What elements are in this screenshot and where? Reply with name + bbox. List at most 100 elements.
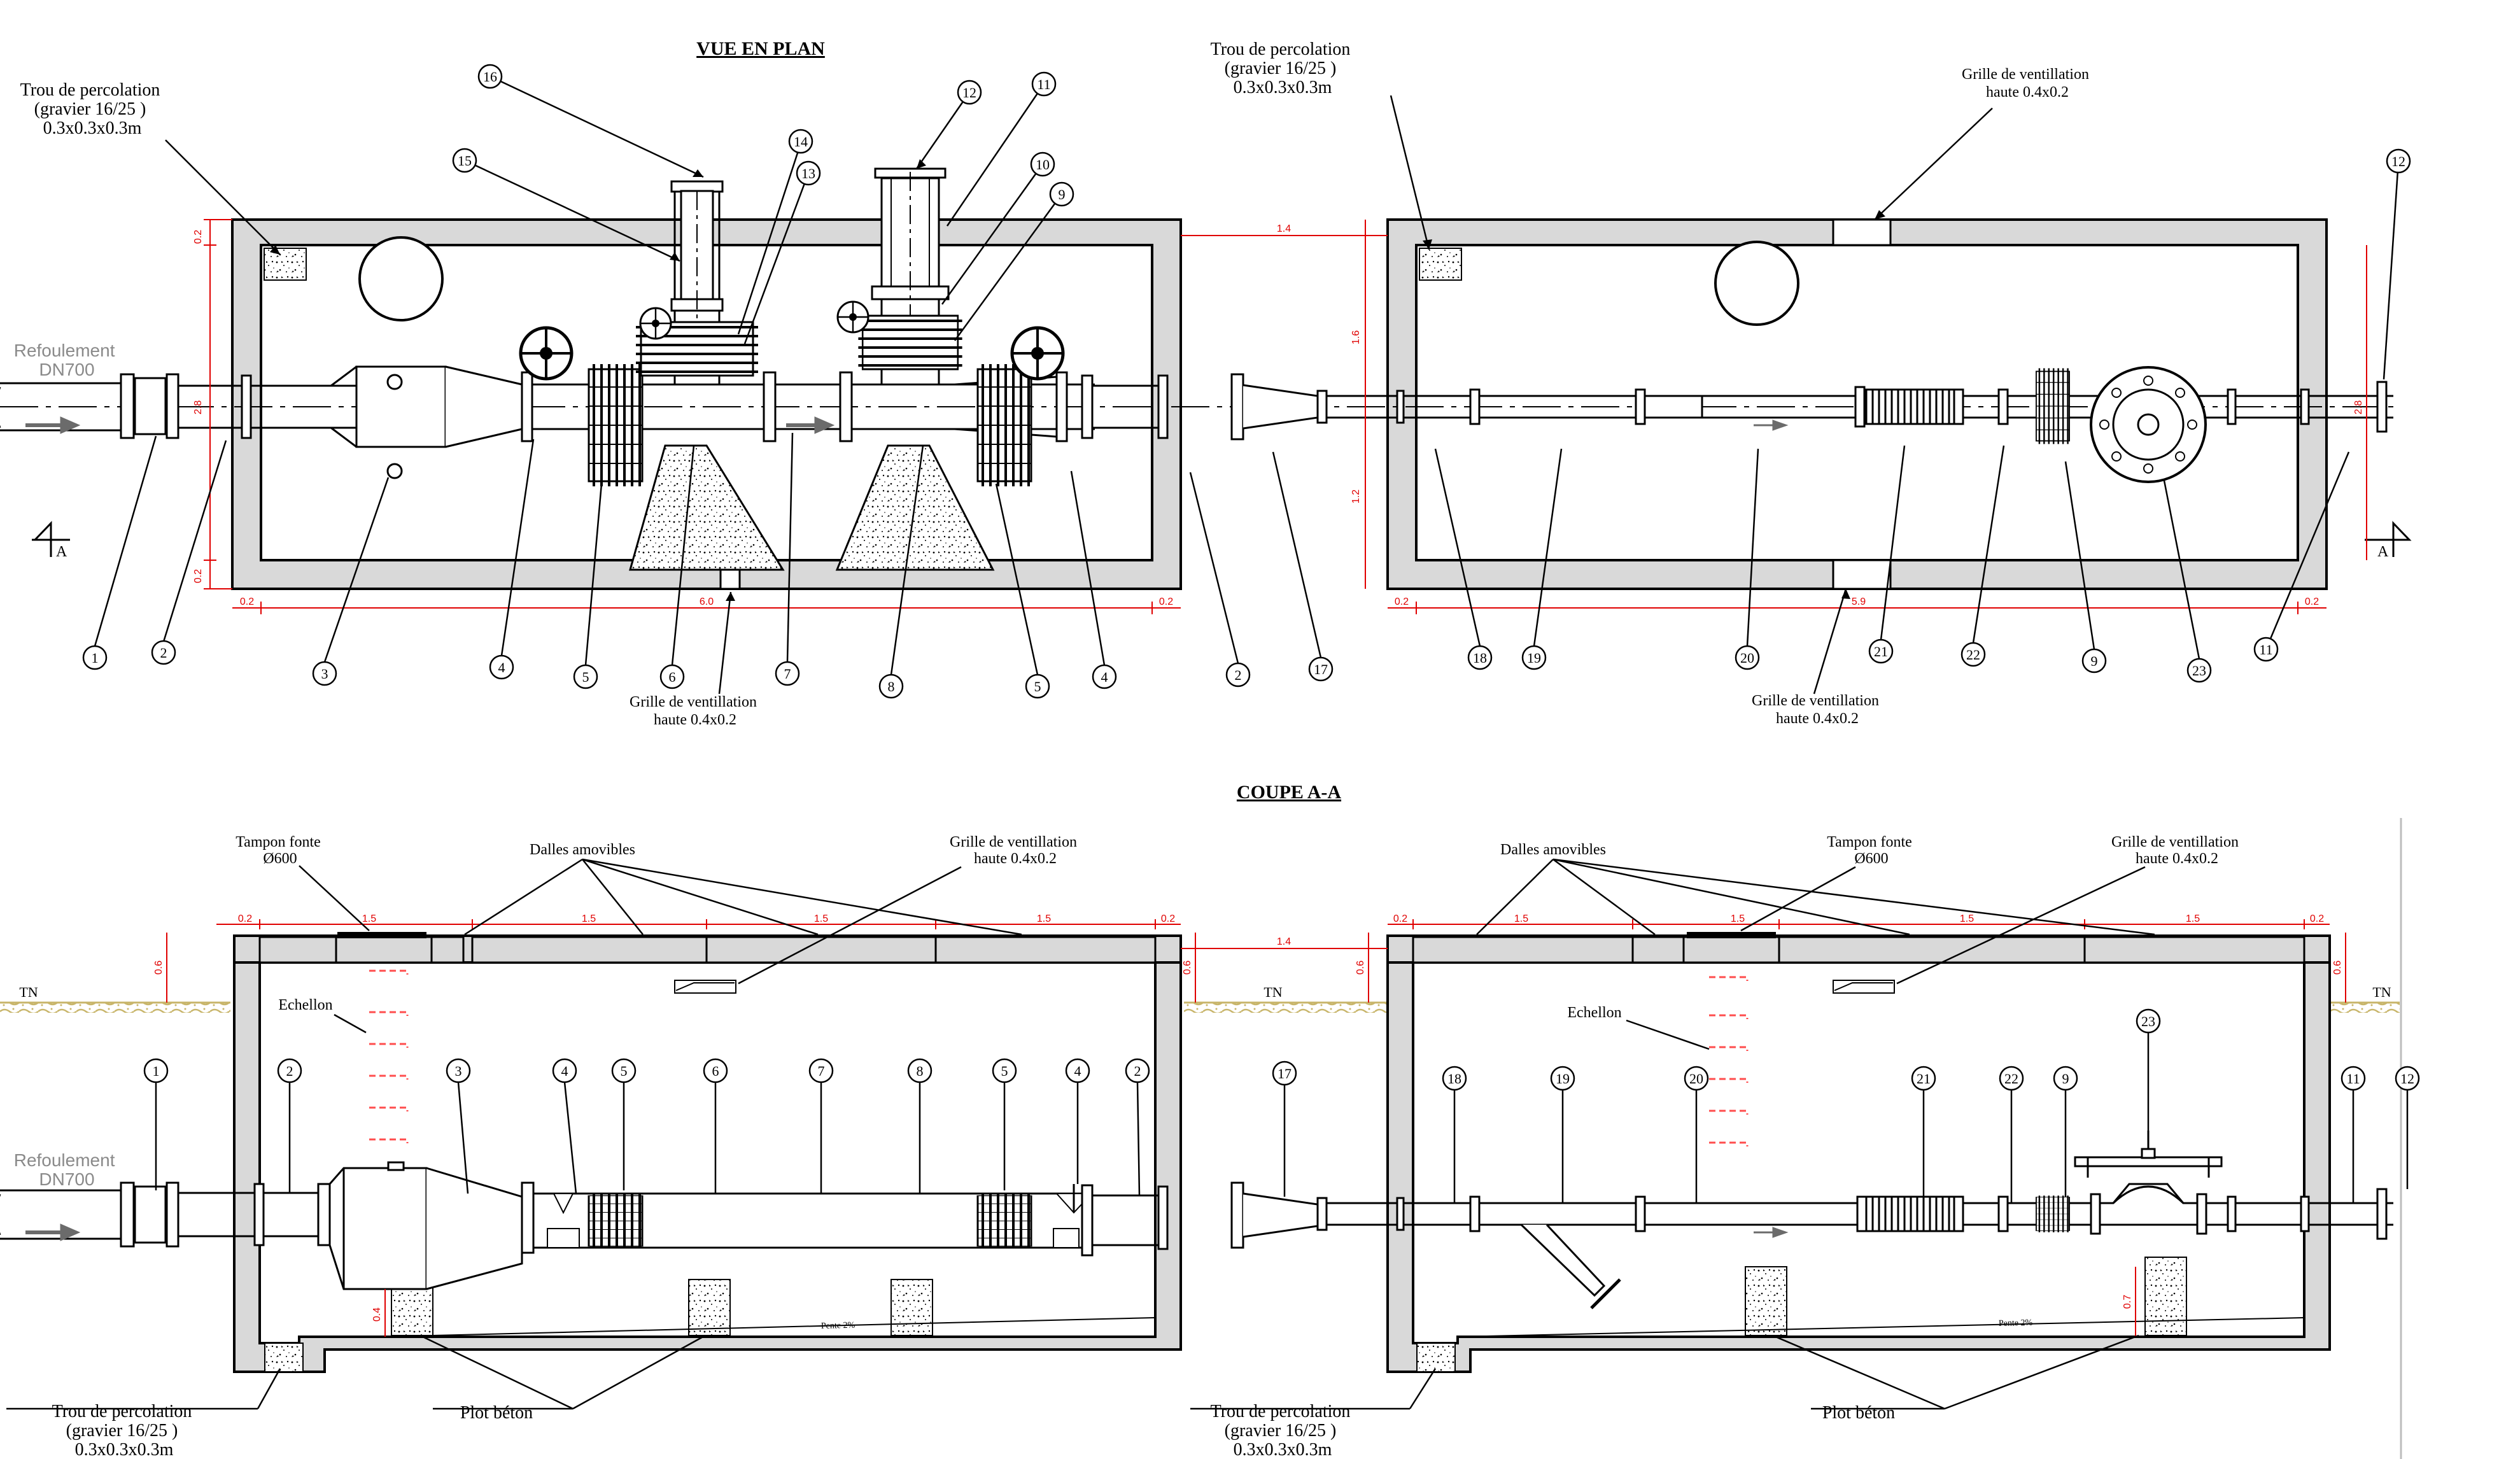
svg-text:0.2: 0.2 [2310,913,2324,924]
svg-text:18: 18 [1473,650,1487,666]
refoulement-label-plan: Refoulement DN700 [14,341,120,379]
svg-text:22: 22 [2004,1071,2018,1087]
svg-text:0.2: 0.2 [240,596,254,607]
svg-text:1.5: 1.5 [362,913,376,924]
section-callout-numbers: 1 2 3 4 5 6 7 8 5 4 2 17 18 19 20 21 22 … [153,1013,2415,1087]
tn-label-2: TN [1264,984,1282,1000]
svg-text:5: 5 [582,669,589,685]
dalles-label-right: Dalles amovibles [1500,842,1606,858]
svg-text:0.2: 0.2 [1161,913,1175,924]
svg-text:15: 15 [458,153,472,169]
perc-hole-label-section-left: Trou de percolation (gravier 16/25 ) 0.3… [52,1402,197,1459]
svg-text:1.6: 1.6 [1351,330,1362,344]
plan-callout-numbers: 1 2 3 4 5 6 7 8 5 4 2 17 18 19 20 21 22 … [92,69,2406,694]
svg-text:12: 12 [2400,1071,2414,1087]
vent-grille-label-plan-left: Grille de ventillation haute 0.4x0.2 [630,694,761,728]
flow-arrows-section [25,1223,1789,1241]
svg-text:1.5: 1.5 [2186,913,2200,924]
plan-leader-lines [94,75,2400,694]
svg-text:2.8: 2.8 [2353,400,2364,414]
echellon-label-left: Echellon [278,997,332,1013]
svg-text:9: 9 [1059,187,1066,202]
svg-text:4: 4 [561,1063,568,1079]
plan-pipeline [0,167,2393,483]
svg-text:0.2: 0.2 [193,230,204,244]
flow-arrows-plan [25,416,1789,434]
svg-text:3: 3 [455,1063,462,1079]
section-dimension-texts: 0.2 1.5 1.5 1.5 1.5 0.2 0.6 0.6 1.4 0.6 … [153,913,2343,1322]
svg-text:6: 6 [712,1063,719,1079]
ladder-right [1709,976,1749,1146]
svg-text:5.9: 5.9 [1852,596,1866,607]
section-bellows [1871,1197,1950,1231]
svg-text:9: 9 [2091,653,2098,669]
svg-text:6.0: 6.0 [700,596,714,607]
svg-text:16: 16 [483,69,497,85]
pente-label-left: Pente 2% [821,1321,855,1331]
svg-text:18: 18 [1447,1071,1461,1087]
section-right-chamber [1386,932,2331,1373]
svg-text:4: 4 [1074,1063,1081,1079]
svg-text:0.2: 0.2 [238,913,252,924]
plan-callouts [82,64,2411,699]
svg-text:11: 11 [2259,642,2272,658]
section-marker-plan-left [32,521,70,557]
svg-text:12: 12 [962,85,976,101]
plan-leader-arrowheads [270,159,1885,601]
svg-text:23: 23 [2192,663,2206,679]
svg-text:20: 20 [1689,1071,1703,1087]
section-pipeline [0,1131,2393,1309]
svg-text:10: 10 [1036,157,1050,173]
svg-text:0.2: 0.2 [1159,596,1173,607]
echellon-label-right: Echellon [1567,1004,1621,1021]
svg-text:5: 5 [1034,679,1041,694]
svg-text:19: 19 [1556,1071,1570,1087]
section-dimension-lines [166,919,2346,1337]
plan-dimension-texts: 0.2 2.8 0.2 0.2 6.0 0.2 1.4 1.6 1.2 0.2 … [193,223,2364,607]
perc-hole-label-section-right: Trou de percolation (gravier 16/25 ) 0.3… [1211,1402,1355,1459]
tn-label-1: TN [19,984,38,1000]
svg-text:21: 21 [1917,1071,1931,1087]
svg-text:4: 4 [498,659,505,675]
section-callouts [143,1008,2420,1091]
svg-text:1: 1 [92,650,99,666]
svg-text:0.7: 0.7 [2122,1295,2133,1309]
svg-text:1: 1 [153,1063,160,1079]
ground-surface [0,1001,2400,1013]
svg-text:1.4: 1.4 [1277,936,1291,947]
perc-hole-label-plan-right: Trou de percolation (gravier 16/25 ) 0.3… [1211,39,1355,97]
section-leader-lines [6,858,2409,1410]
svg-text:23: 23 [2141,1013,2155,1029]
svg-text:8: 8 [888,679,895,694]
perc-hole-label-plan-left: Trou de percolation (gravier 16/25 ) 0.3… [20,80,165,138]
svg-text:0.2: 0.2 [1395,596,1409,607]
vent-grille-label-plan-top: Grille de ventillation haute 0.4x0.2 [1962,66,2093,101]
vent-grille-label-section-left: Grille de ventillation haute 0.4x0.2 [950,834,1081,867]
ladder-left [369,969,409,1143]
plan-right-chamber [1386,218,2328,590]
svg-text:8: 8 [917,1063,924,1079]
svg-text:1.2: 1.2 [1351,490,1362,504]
svg-text:1.5: 1.5 [1037,913,1051,924]
svg-text:1.5: 1.5 [1731,913,1745,924]
dalles-label-left: Dalles amovibles [530,842,635,858]
svg-text:0.6: 0.6 [2332,961,2343,975]
pente-label-right: Pente 2% [1999,1318,2033,1329]
svg-text:20: 20 [1740,650,1754,666]
svg-text:1.4: 1.4 [1277,223,1291,234]
section-marker-label-right: A [2377,544,2389,560]
plan-couplers [588,314,2071,488]
section-left-chamber [233,932,1182,1373]
svg-text:1.5: 1.5 [814,913,828,924]
svg-text:14: 14 [794,134,808,150]
svg-text:0.2: 0.2 [1393,913,1407,924]
svg-text:22: 22 [1966,647,1980,663]
section-couplers [588,1192,2071,1250]
svg-text:4: 4 [1101,669,1108,685]
svg-text:5: 5 [1001,1063,1008,1079]
svg-text:0.6: 0.6 [1182,961,1193,975]
svg-text:2: 2 [1134,1063,1141,1079]
plot-beton-label-left: Plot béton [460,1403,533,1423]
vent-grille-label-plan-right: Grille de ventillation haute 0.4x0.2 [1752,693,1883,727]
